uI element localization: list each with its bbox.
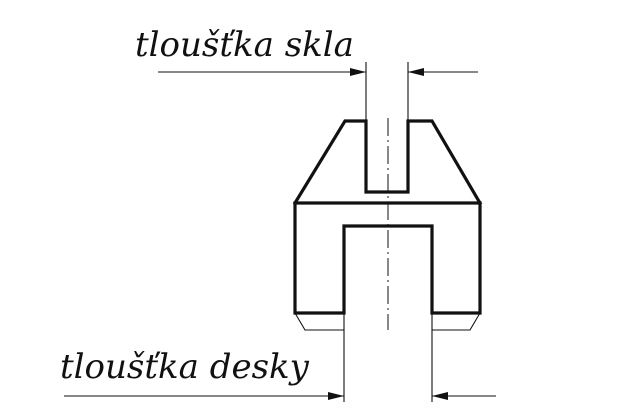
board-thickness-label: tloušťka desky xyxy=(60,347,310,387)
board-dimension-arrow-right xyxy=(432,392,448,400)
glass-dimension-arrow-left xyxy=(350,68,366,76)
glass-thickness-label: tloušťka skla xyxy=(135,25,354,65)
left-foot xyxy=(294,312,345,331)
right-foot xyxy=(431,312,481,331)
upper-clamp-outline xyxy=(292,119,483,206)
board-dimension-arrow-left xyxy=(328,392,344,400)
glass-dimension-arrow-right xyxy=(408,68,424,76)
